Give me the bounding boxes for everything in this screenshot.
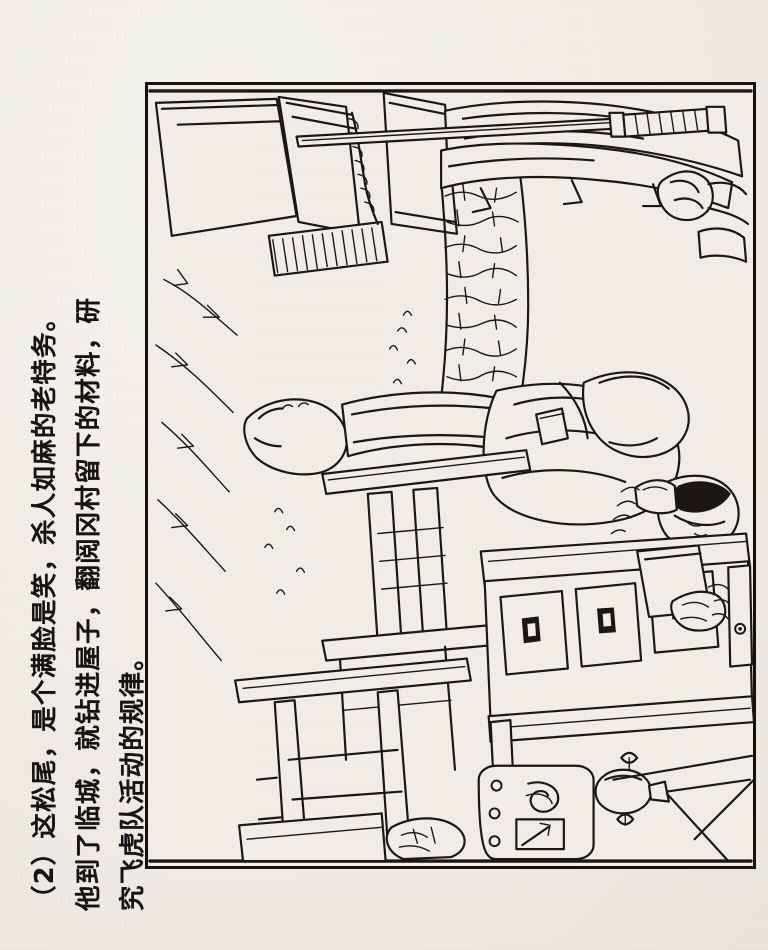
ceiling-lamp: [594, 751, 752, 863]
standing-officer-with-sword: [295, 100, 750, 263]
wooden-chair-upper: [321, 449, 542, 771]
desk-with-drawers: [479, 532, 753, 843]
crate-and-objects: [238, 812, 466, 863]
illustration-panel: .ln{fill:none;stroke:#191513;stroke-widt…: [145, 82, 756, 869]
window-shutter: [154, 91, 459, 277]
field-radio: [477, 764, 595, 861]
stone-wall: [388, 175, 530, 414]
ink-speckles: [264, 507, 306, 595]
caption-line-1: （2）这松尾，是个满脸是笑，杀人如麻的老特务。: [30, 304, 60, 911]
line-art-drawing: .ln{fill:none;stroke:#191513;stroke-widt…: [148, 85, 753, 866]
caption-text-block: （2）这松尾，是个满脸是笑，杀人如麻的老特务。 他到了临城，就钻进屋子，翻阅冈村…: [23, 0, 163, 927]
wooden-chair-lower: [234, 657, 472, 853]
seated-officer: [243, 371, 740, 550]
caption-line-2: 他到了临城，就钻进屋子，翻阅冈村留下的材料，研: [74, 296, 104, 911]
wall-cracks: [155, 268, 238, 662]
